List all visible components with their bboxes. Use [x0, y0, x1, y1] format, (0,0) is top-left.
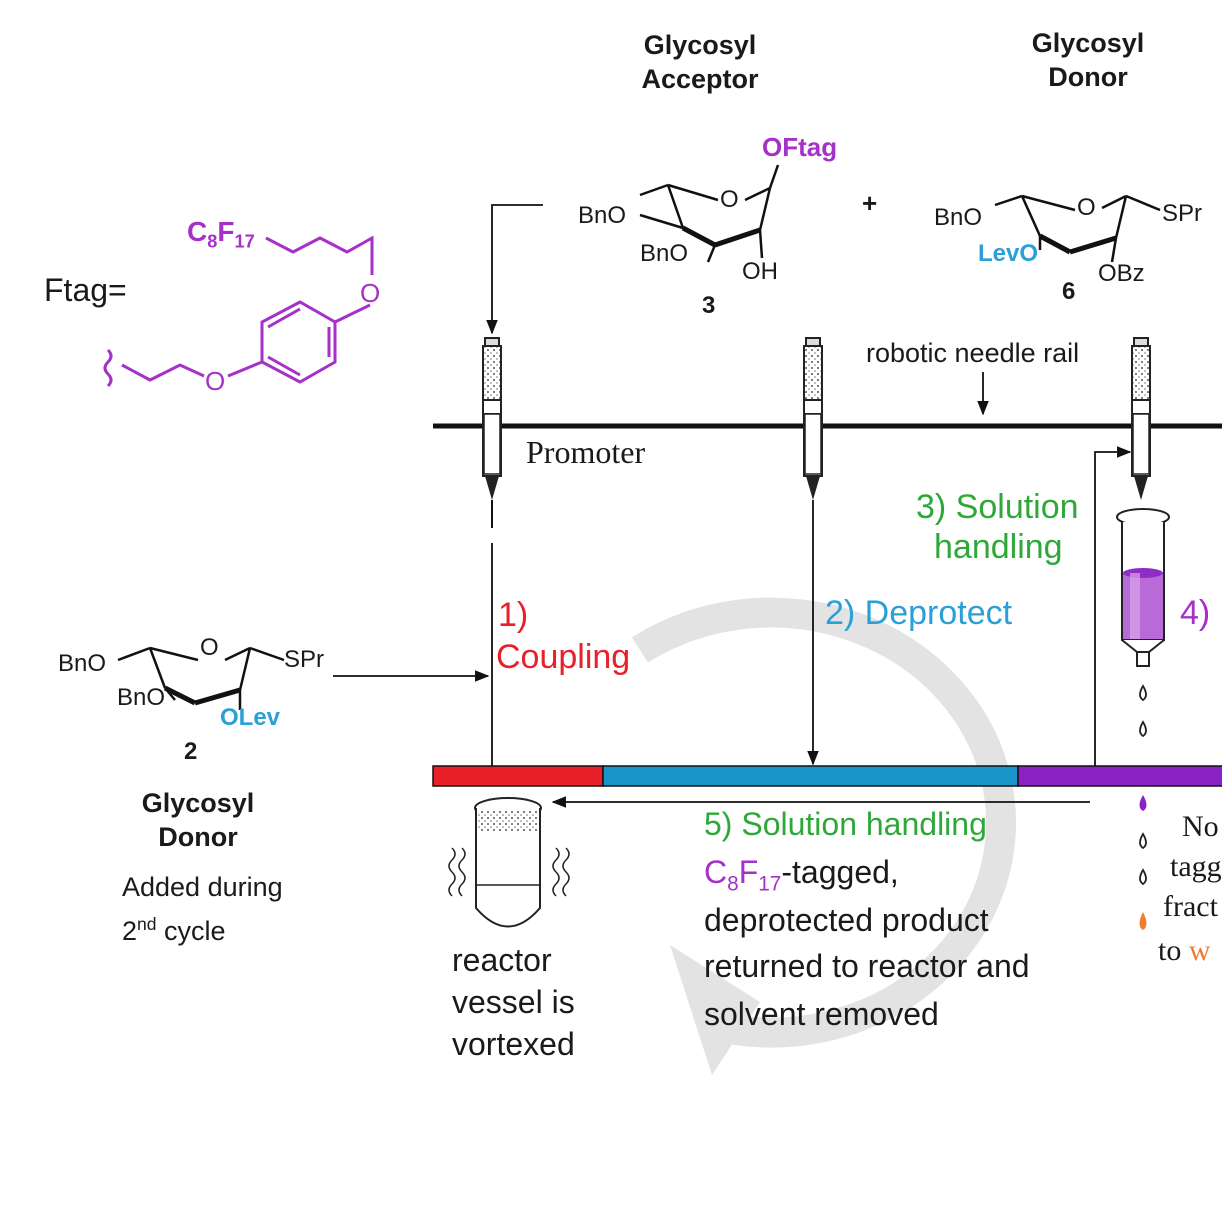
step1-number: 1) — [498, 596, 529, 634]
syringe-1 — [482, 337, 502, 528]
compound3-ring-oxygen: O — [720, 186, 739, 213]
compound6-ring — [994, 194, 1161, 263]
donor-left-header-line1: Glycosyl — [141, 788, 255, 818]
step5-line1: 5) Solution handling — [704, 806, 987, 842]
compound2-bno-2: BnO — [117, 684, 166, 711]
nontag-line4: to w — [1158, 934, 1211, 967]
step5-line5: solvent removed — [704, 996, 939, 1032]
compound6-spr: SPr — [1162, 200, 1203, 227]
promoter-label: Promoter — [526, 434, 646, 470]
reactor-vessel — [448, 797, 570, 928]
compound3-ring — [639, 164, 780, 263]
droplets-upper — [1139, 684, 1147, 738]
nontag-line2: tagg — [1170, 850, 1222, 883]
added-during-line1: Added during — [122, 872, 283, 902]
ftag-structure — [103, 235, 374, 388]
needle-rail-label: robotic needle rail — [866, 338, 1080, 368]
droplets-lower — [1139, 795, 1147, 930]
added-during-line2: 2nd cycle — [122, 914, 226, 946]
donor-top-header-line2: Donor — [1048, 62, 1128, 92]
plus-sign: + — [862, 188, 878, 218]
step4-number: 4) — [1180, 594, 1211, 632]
compound2-bno-1: BnO — [58, 650, 107, 677]
process-bar — [432, 765, 1222, 787]
nontag-line3: fract — [1163, 890, 1218, 923]
spe-cartridge — [1116, 508, 1170, 667]
compound2-ring — [117, 646, 285, 710]
syringe-2 — [803, 337, 823, 500]
reactor-line1: reactor — [452, 942, 552, 978]
acceptor-feed-arrow — [486, 204, 543, 335]
compound3-bno-2: BnO — [640, 240, 689, 267]
compound6-ring-oxygen: O — [1077, 194, 1096, 221]
compound2-number: 2 — [184, 738, 198, 765]
reactor-line3: vortexed — [452, 1026, 575, 1062]
compound6-bno: BnO — [934, 204, 983, 231]
compound2-olev: OLev — [220, 704, 281, 731]
step5-line2: C8F17-tagged, — [704, 854, 899, 896]
solution-handling-arrow — [1094, 446, 1132, 766]
step3-line1: 3) Solution — [916, 488, 1079, 526]
compound6-number: 6 — [1062, 278, 1076, 305]
compound3-number: 3 — [702, 292, 716, 319]
compound3-oftag: OFtag — [762, 132, 838, 162]
nontag-line1: No — [1182, 810, 1219, 843]
compound6-levo: LevO — [978, 240, 1039, 267]
step2-deprotect: 2) Deprotect — [825, 594, 1013, 632]
step3-line2: handling — [934, 528, 1063, 566]
compound2-ring-oxygen: O — [200, 634, 219, 661]
compound3-oh: OH — [742, 258, 778, 285]
ftag-oxygen-bottom: O — [205, 366, 226, 396]
ftag-oxygen-top: O — [360, 278, 381, 308]
compound2-spr: SPr — [284, 646, 325, 673]
acceptor-header-line2: Acceptor — [641, 64, 759, 94]
acceptor-header-line1: Glycosyl — [643, 30, 757, 60]
donor-top-header-line1: Glycosyl — [1031, 28, 1145, 58]
syringe-3 — [1131, 337, 1151, 500]
compound3-bno-1: BnO — [578, 202, 627, 229]
step5-line4: returned to reactor and — [704, 948, 1030, 984]
step1-coupling: Coupling — [496, 638, 631, 676]
compound6-obz: OBz — [1098, 260, 1145, 287]
ftag-chain-formula: C8F17 — [187, 216, 255, 252]
ftag-label: Ftag= — [44, 272, 127, 308]
step5-line3: deprotected product — [704, 902, 989, 938]
reactor-line2: vessel is — [452, 984, 575, 1020]
donor-left-header-line2: Donor — [158, 822, 238, 852]
